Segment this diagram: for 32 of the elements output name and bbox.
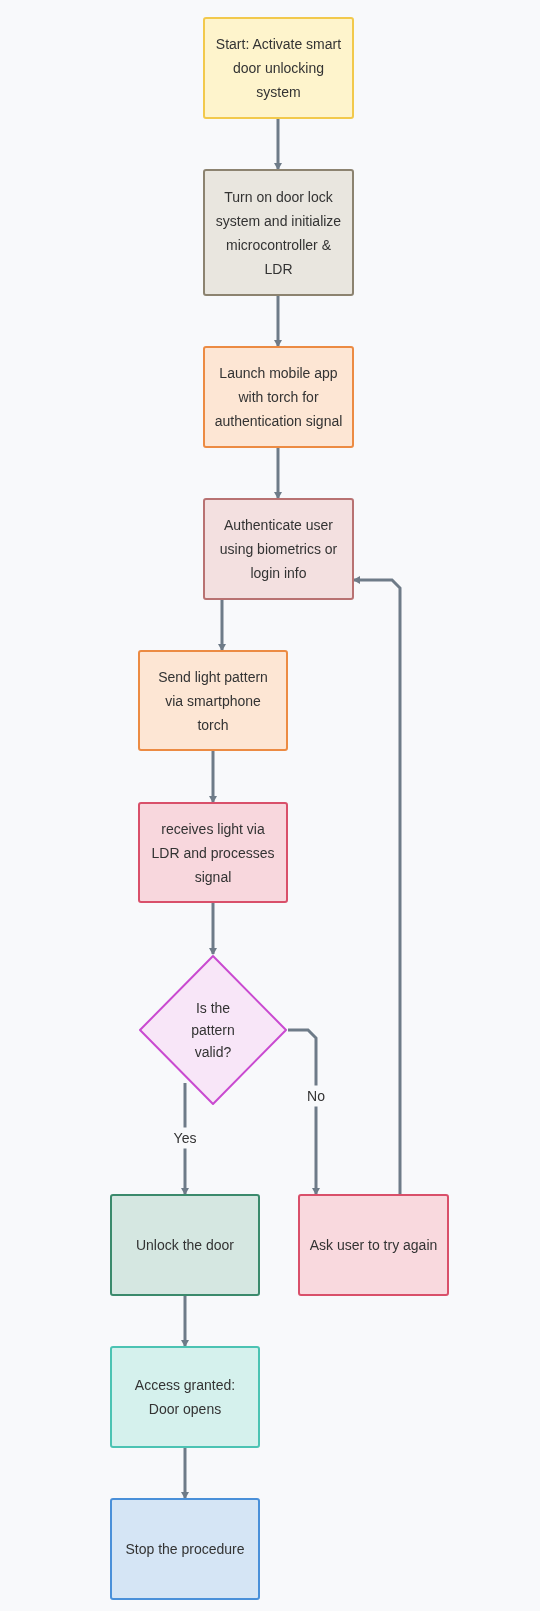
arrow [181,1296,189,1347]
process-box [203,17,354,119]
process-box [203,169,354,296]
process-box [138,650,288,751]
arrow [274,448,282,499]
arrow [353,576,402,1194]
arrow [274,119,282,170]
process-text: Authenticate user using biometrics or login info [218,516,339,583]
process-text: Access granted: Door opens [133,1376,237,1419]
process-box [203,346,354,448]
process-box [110,1194,260,1296]
process-text: Ask user to try again [309,1236,438,1255]
arrow [288,1028,320,1195]
process-box [138,802,288,903]
process-box [203,498,354,600]
arrow [274,296,282,347]
arrow [209,751,217,803]
process-box [298,1194,449,1296]
decision-text: Is the pattern valid? [190,999,236,1062]
process-text: Send light pattern via smartphone torch [157,667,269,735]
process-box [110,1346,260,1448]
process-text: Start: Activate smart door unlocking system [214,35,343,102]
process-text: receives light via LDR and processes signal [150,819,276,887]
arrow [218,600,226,651]
process-text: Stop the procedure [125,1540,245,1559]
process-text: Turn on door lock system and initialize microcontroller & LDR [214,187,343,279]
process-text: Launch mobile app with torch for authentication signal [213,364,344,431]
process-box [110,1498,260,1600]
process-text: Unlock the door [135,1236,235,1255]
arrow [209,903,217,955]
decision-diamond [138,954,288,1106]
arrow [181,1448,189,1499]
